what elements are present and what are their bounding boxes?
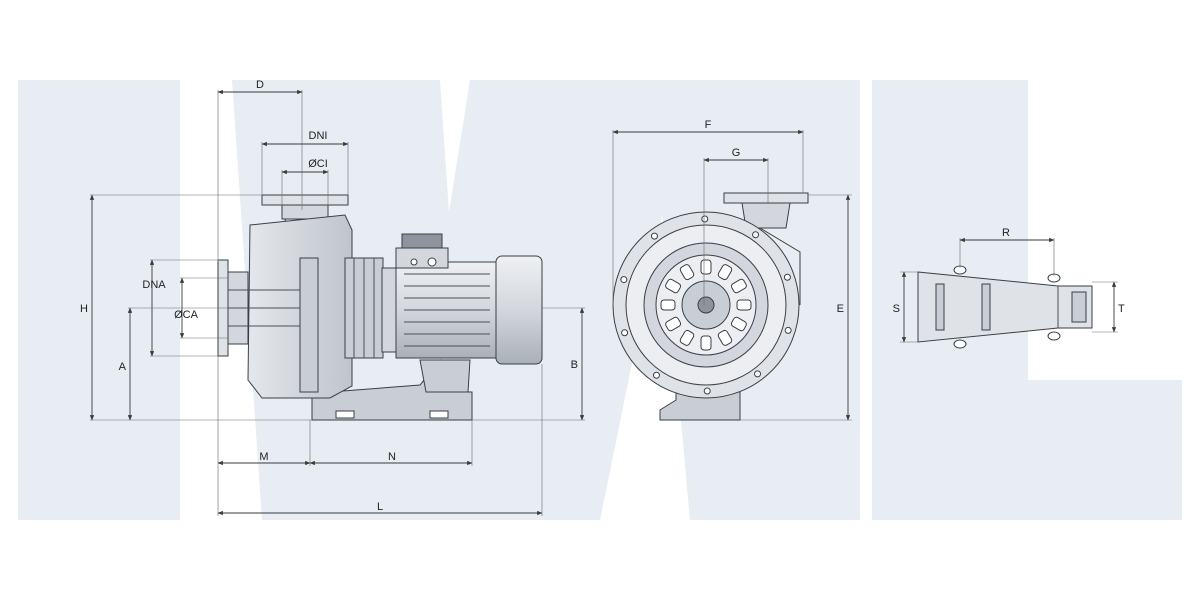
foot-detail-dimensions: R S T xyxy=(893,227,1125,343)
casing-bolt-hole xyxy=(620,276,628,284)
motor-coupling xyxy=(344,257,384,359)
label-b: B xyxy=(571,359,578,371)
casing-bolt-hole xyxy=(752,231,760,239)
label-dna: DNA xyxy=(142,279,166,291)
label-dni: DNI xyxy=(309,130,328,142)
impeller-vent-slot xyxy=(736,299,752,311)
label-e: E xyxy=(837,303,844,315)
casing-bolt-hole xyxy=(784,326,792,334)
pump-front-view xyxy=(612,192,809,421)
impeller-vent-slot xyxy=(679,329,695,346)
impeller-vent-slot xyxy=(700,259,712,275)
label-g: G xyxy=(732,147,741,159)
label-n: N xyxy=(388,451,396,463)
side-view-dimensions: D DNI ØCI H DNA ØCA A B M N L xyxy=(80,79,585,516)
pump-volute-body xyxy=(247,214,353,399)
label-l: L xyxy=(377,501,383,513)
impeller-vent-slot xyxy=(660,299,676,311)
impeller-vent-slot xyxy=(730,316,747,332)
label-ci: ØCI xyxy=(308,158,328,170)
electric-motor xyxy=(381,233,543,393)
pump-foot-detail xyxy=(917,265,1093,349)
pump-side-view xyxy=(217,194,543,421)
impeller-vent-slot xyxy=(700,335,712,351)
casing-bolts xyxy=(620,215,792,395)
label-t: T xyxy=(1118,303,1125,315)
impeller-vent-slot xyxy=(679,264,695,281)
impeller-vent-slot xyxy=(717,329,733,346)
casing-bolt-hole xyxy=(621,329,629,337)
label-d: D xyxy=(256,79,264,91)
impeller-vent-slot xyxy=(665,278,682,294)
casing-bolt-hole xyxy=(754,370,762,378)
front-view-dimensions: F G E xyxy=(612,119,852,421)
label-f: F xyxy=(705,119,712,131)
impeller-vent-slot xyxy=(717,264,733,281)
impeller-vent-slot xyxy=(730,278,747,294)
label-a: A xyxy=(119,361,127,373)
label-r: R xyxy=(1002,227,1010,239)
label-h: H xyxy=(80,303,88,315)
label-ca: ØCA xyxy=(174,309,199,321)
casing-bolt-hole xyxy=(652,371,660,379)
label-s: S xyxy=(893,303,900,315)
label-m: M xyxy=(259,451,268,463)
impeller-vents xyxy=(660,259,752,351)
casing-bolt-hole xyxy=(783,273,791,281)
casing-bolt-hole xyxy=(701,215,709,223)
casing-bolt-hole xyxy=(703,387,711,395)
casing-bolt-hole xyxy=(650,232,658,240)
impeller-vent-slot xyxy=(665,316,682,332)
